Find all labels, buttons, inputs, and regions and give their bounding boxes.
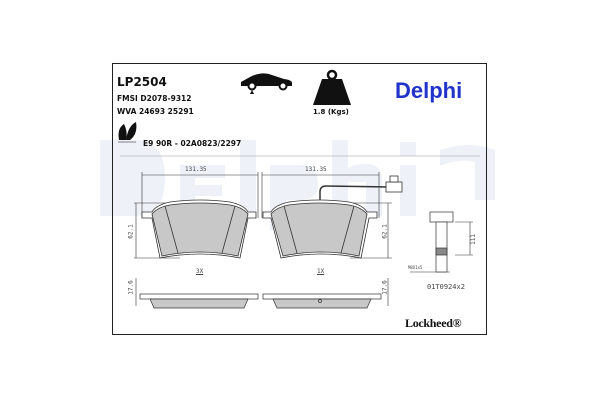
dim-thickness-right: 17.6 (381, 280, 389, 295)
dim-width-right: 131.35 (305, 166, 327, 173)
side-view-right (262, 293, 382, 309)
certification: E9 90R - 02A0823/2297 (143, 139, 242, 148)
lockheed-logo: Lockheed® (405, 316, 462, 330)
fmsi-number: FMSI D2078-9312 (117, 94, 192, 103)
dim-thickness-left: 17.6 (127, 280, 135, 295)
dim-width-left: 131.35 (185, 166, 207, 173)
brake-pad-right (262, 175, 403, 259)
dim-bolt-length: 111 (469, 234, 477, 245)
wva-number: WVA 24693 25291 (117, 107, 194, 116)
bolt-part-number: 01T0924x2 (427, 283, 465, 291)
car-front-axle-icon (241, 73, 292, 94)
drawing-frame (112, 63, 487, 335)
product-code: LP2504 (117, 75, 167, 89)
delphi-logo: Delphi (395, 78, 463, 103)
weight-icon (313, 69, 351, 105)
brake-pad-left (141, 199, 257, 259)
dim-height-left: 62.1 (127, 224, 135, 239)
dim-height-right: 62.1 (381, 224, 389, 239)
eco-leaf-icon (118, 122, 137, 143)
bolt-thread: M8X1x5 (408, 265, 423, 270)
qty-right: 1X (317, 268, 325, 275)
side-view-left (139, 293, 259, 309)
guide-bolt (429, 211, 454, 273)
qty-left: 3X (196, 268, 204, 275)
weight-label: 1.8 (Kgs) (313, 108, 349, 116)
